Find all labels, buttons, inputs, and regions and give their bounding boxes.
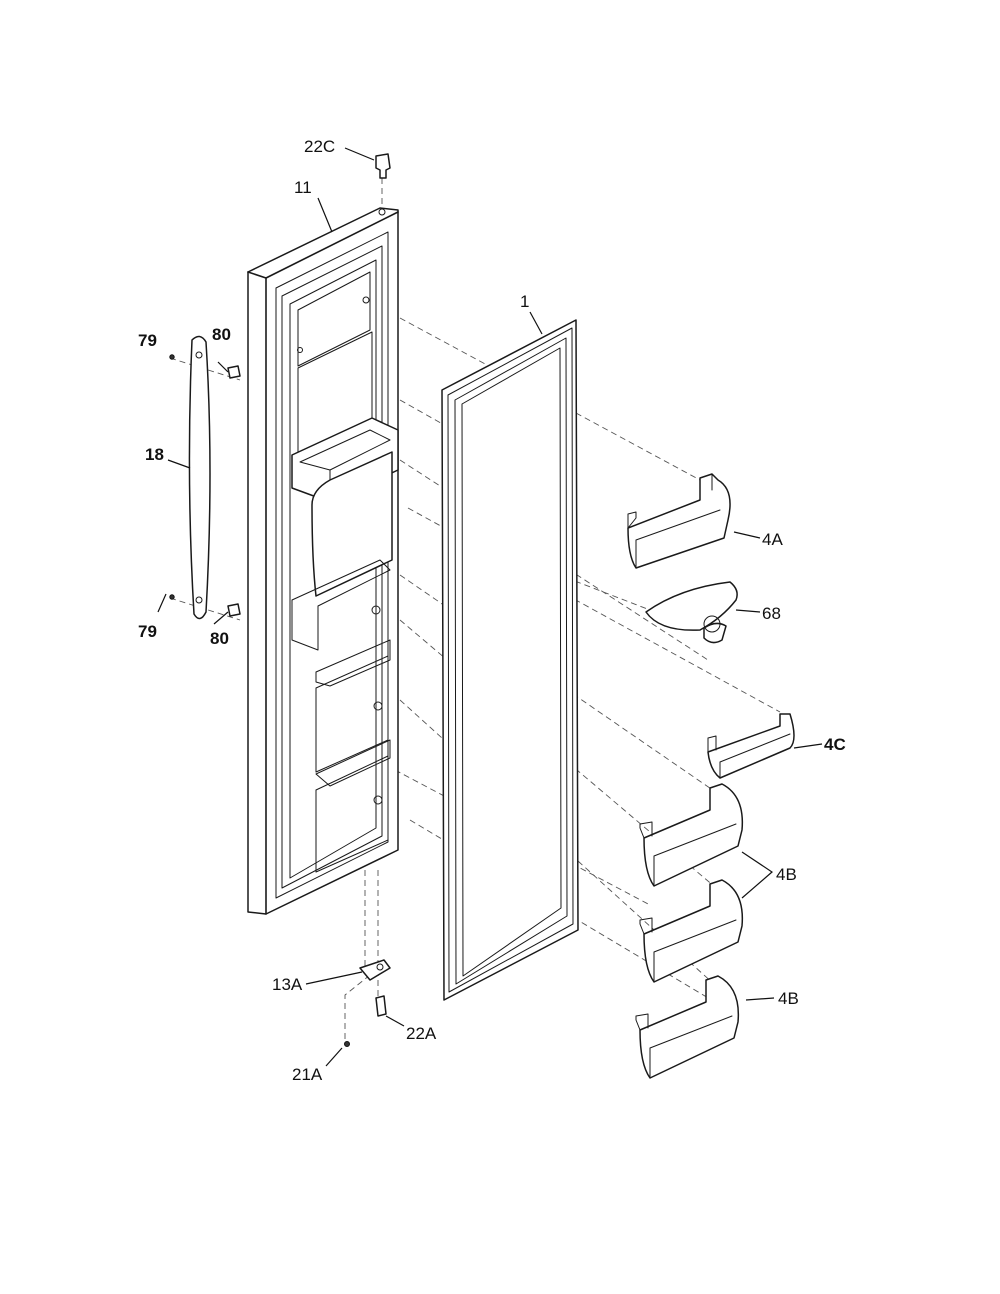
label-11: 11 bbox=[294, 178, 312, 197]
label-80-top: 80 bbox=[212, 325, 231, 344]
bottom-hinge-parts bbox=[344, 959, 391, 1047]
door-outer-panel bbox=[247, 207, 399, 915]
leader-lines bbox=[157, 147, 823, 1067]
handle-screws bbox=[169, 354, 241, 617]
shelf-bin-4b-upper bbox=[639, 783, 744, 887]
label-79-top: 79 bbox=[138, 331, 157, 350]
shelf-bin-4b-middle bbox=[639, 879, 744, 983]
label-4c: 4C bbox=[824, 735, 846, 754]
label-22a: 22A bbox=[406, 1024, 437, 1043]
dispenser-cup-68 bbox=[645, 581, 738, 644]
shelf-bin-4b-lower bbox=[635, 975, 740, 1079]
shelf-bin-4a bbox=[627, 473, 731, 569]
label-80-bottom: 80 bbox=[210, 629, 229, 648]
shelf-bin-4c bbox=[707, 713, 795, 779]
door-handle bbox=[188, 335, 211, 620]
label-1: 1 bbox=[520, 292, 529, 311]
label-4b-upper: 4B bbox=[776, 865, 797, 884]
label-13a: 13A bbox=[272, 975, 303, 994]
label-18: 18 bbox=[145, 445, 164, 464]
label-21a: 21A bbox=[292, 1065, 323, 1084]
top-hinge-pin bbox=[375, 153, 391, 179]
label-68: 68 bbox=[762, 604, 781, 623]
label-79-bottom: 79 bbox=[138, 622, 157, 641]
door-gasket bbox=[441, 319, 579, 1001]
label-22c: 22C bbox=[304, 137, 335, 156]
label-4b-lower: 4B bbox=[778, 989, 799, 1008]
label-4a: 4A bbox=[762, 530, 783, 549]
part-labels: 22C 11 1 79 80 18 79 80 4A 68 4C 4B 4B 1… bbox=[138, 137, 846, 1084]
